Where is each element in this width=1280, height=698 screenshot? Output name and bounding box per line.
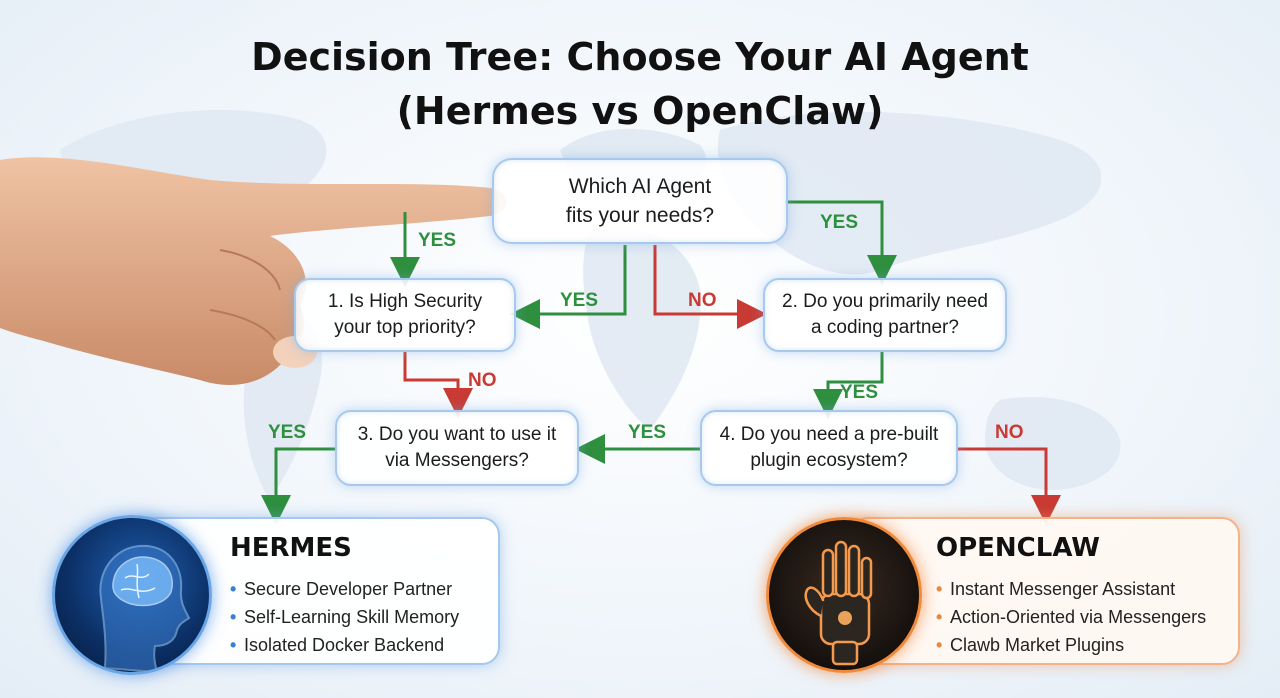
openclaw-feature-item: • Clawb Market Plugins: [936, 631, 1206, 659]
question-4-node: 4. Do you need a pre-built plugin ecosys…: [700, 410, 958, 486]
hermes-title: HERMES: [230, 533, 352, 563]
label-yes-q4-q3: YES: [628, 422, 667, 443]
arrow-root-to-q1-middle-yes: [510, 245, 627, 329]
question-2-node: 2. Do you primarily need a coding partne…: [763, 278, 1007, 352]
label-no-q4-openclaw: NO: [995, 422, 1024, 443]
root-question-node: Which AI Agent fits your needs?: [492, 158, 788, 244]
question-3-node: 3. Do you want to use it via Messengers?: [335, 410, 579, 486]
page-title: Decision Tree: Choose Your AI Agent (Her…: [0, 30, 1280, 138]
arrow-root-to-q2-no: [653, 245, 767, 329]
hermes-feature-item: • Isolated Docker Backend: [230, 631, 459, 659]
label-yes-q3-hermes: YES: [268, 422, 307, 443]
openclaw-feature-item: • Action-Oriented via Messengers: [936, 603, 1206, 631]
hermes-feature-item: • Self-Learning Skill Memory: [230, 603, 459, 631]
arrow-q3-to-hermes-yes: [261, 447, 335, 525]
hermes-feature-text: Isolated Docker Backend: [244, 635, 445, 655]
openclaw-feature-text: Action-Oriented via Messengers: [950, 607, 1207, 627]
bullet-icon: •: [936, 635, 943, 655]
bullet-icon: •: [936, 579, 943, 599]
question-4-line-2: plugin ecosystem?: [750, 450, 908, 471]
openclaw-title: OPENCLAW: [936, 533, 1100, 563]
bullet-icon: •: [230, 635, 237, 655]
label-yes-q2-q4: YES: [840, 382, 879, 403]
robot-hand-icon: [766, 517, 922, 673]
question-2-line-2: a coding partner?: [811, 317, 959, 338]
label-no-root-q2: NO: [688, 290, 717, 311]
question-2-line-1: 2. Do you primarily need: [782, 291, 988, 312]
question-3-line-2: via Messengers?: [385, 450, 529, 471]
title-line-1: Decision Tree: Choose Your AI Agent: [251, 35, 1029, 79]
arrow-root-to-q2-yes: [785, 200, 897, 285]
bullet-icon: •: [230, 607, 237, 627]
arrow-q1-to-q3-no: [403, 352, 473, 418]
root-question-line-2: fits your needs?: [565, 204, 715, 227]
label-yes-root-q1: YES: [418, 230, 457, 251]
openclaw-feature-text: Instant Messenger Assistant: [950, 579, 1176, 599]
hermes-feature-item: • Secure Developer Partner: [230, 575, 459, 603]
bullet-icon: •: [230, 579, 237, 599]
question-3-line-1: 3. Do you want to use it: [357, 424, 557, 445]
question-1-line-2: your top priority?: [334, 317, 476, 338]
bullet-icon: •: [936, 607, 943, 627]
arrow-q2-to-q4-yes: [813, 352, 884, 419]
question-1-line-1: 1. Is High Security: [327, 291, 483, 312]
openclaw-feature-text: Clawb Market Plugins: [950, 635, 1125, 655]
hermes-feature-text: Secure Developer Partner: [244, 579, 453, 599]
openclaw-feature-list: • Instant Messenger Assistant • Action-Ori…: [936, 575, 1206, 659]
title-line-2: (Hermes vs OpenClaw): [396, 89, 884, 133]
label-yes-root-q2: YES: [820, 212, 859, 233]
brain-head-icon: [52, 515, 212, 675]
arrow-q4-to-openclaw-no: [958, 447, 1061, 525]
question-1-node: 1. Is High Security your top priority?: [294, 278, 516, 352]
hermes-feature-text: Self-Learning Skill Memory: [244, 607, 460, 627]
question-4-line-1: 4. Do you need a pre-built: [719, 424, 939, 445]
label-no-q1-q3: NO: [468, 370, 497, 391]
openclaw-feature-item: • Instant Messenger Assistant: [936, 575, 1206, 603]
label-yes-to-q1: YES: [560, 290, 599, 311]
root-question-line-1: Which AI Agent: [568, 175, 712, 198]
hermes-feature-list: • Secure Developer Partner • Self-Learning…: [230, 575, 459, 659]
